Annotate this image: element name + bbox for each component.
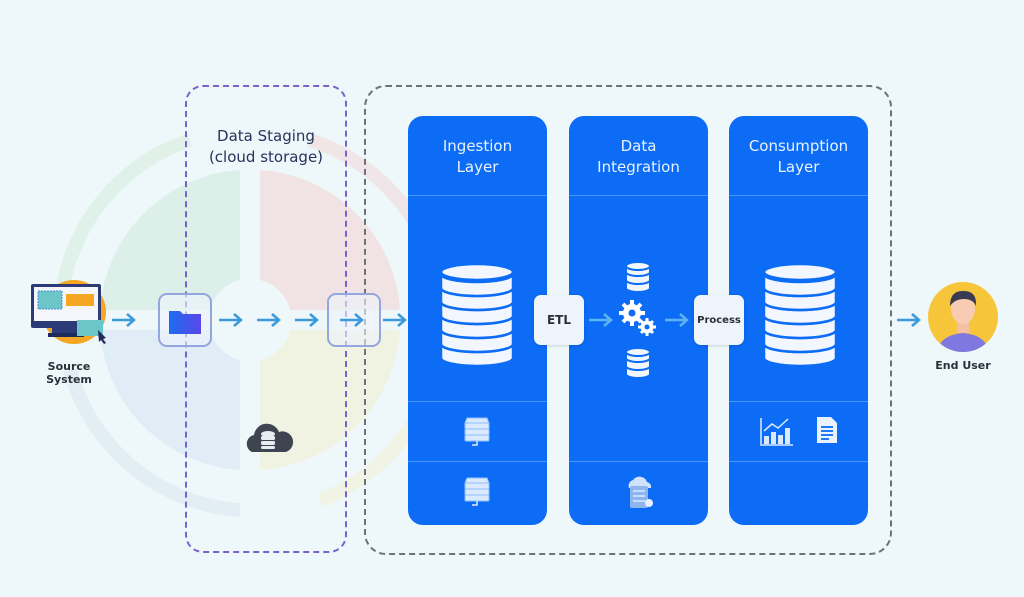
panel-title-line2: Layer — [777, 158, 820, 176]
computer-monitor-icon — [31, 280, 106, 344]
server-icon — [464, 417, 490, 446]
arrow-right-icon — [383, 313, 407, 327]
gears-icon — [619, 300, 656, 336]
etl-label: ETL — [546, 313, 572, 327]
staging-title-line1: Data Staging — [217, 127, 315, 145]
panel-title-line1: Consumption — [748, 137, 849, 155]
panel-title-line1: Data — [620, 137, 657, 155]
process-box[interactable]: Process — [694, 295, 744, 345]
arrow-right-icon — [112, 313, 136, 327]
ingestion-layer-panel: Ingestion Layer — [408, 116, 547, 525]
staging-title-line2: (cloud storage) — [208, 148, 324, 166]
document-icon — [817, 417, 837, 443]
panel-divider — [408, 401, 547, 402]
cloud-database-icon — [246, 423, 294, 452]
user-avatar-icon — [928, 282, 998, 352]
consumption-layer-panel: Consumption Layer — [729, 116, 868, 525]
consumption-layer-title: Consumption Layer — [729, 136, 868, 178]
bar-chart-icon — [760, 418, 793, 446]
arrow-right-icon — [665, 313, 689, 327]
staging-title: Data Staging (cloud storage) — [185, 126, 347, 168]
panel-divider — [729, 401, 868, 402]
panel-divider — [408, 461, 547, 462]
panel-divider — [729, 195, 868, 196]
database-small-icon — [625, 347, 651, 379]
panel-title-line2: Layer — [456, 158, 499, 176]
process-label: Process — [697, 314, 741, 326]
panel-divider — [408, 195, 547, 196]
panel-title-line2: Integration — [597, 158, 680, 176]
server-icon — [464, 477, 490, 506]
source-label-line2: System — [46, 373, 92, 386]
end-user-label: End User — [935, 359, 991, 372]
arrow-right-icon — [295, 313, 319, 327]
database-small-icon — [625, 261, 651, 293]
arrow-right-icon — [340, 313, 364, 327]
panel-divider — [729, 461, 868, 462]
arrow-right-icon — [219, 313, 243, 327]
database-icon — [439, 262, 515, 368]
data-integration-title: Data Integration — [569, 136, 708, 178]
source-label-line1: Source — [47, 360, 91, 373]
source-system-label: Source System — [30, 360, 108, 386]
ingestion-layer-title: Ingestion Layer — [408, 136, 547, 178]
database-icon — [762, 262, 838, 368]
panel-divider — [569, 195, 708, 196]
arrow-right-icon — [589, 313, 613, 327]
panel-title-line1: Ingestion — [442, 137, 513, 155]
panel-divider — [569, 461, 708, 462]
etl-box[interactable]: ETL — [534, 295, 584, 345]
cloud-server-icon — [628, 476, 653, 508]
end-user-node[interactable] — [927, 281, 999, 353]
arrow-right-icon — [257, 313, 281, 327]
folder-icon — [169, 311, 201, 334]
staging-folder-box[interactable] — [158, 293, 212, 347]
source-system-node[interactable] — [26, 276, 112, 348]
arrow-right-icon — [897, 313, 921, 327]
